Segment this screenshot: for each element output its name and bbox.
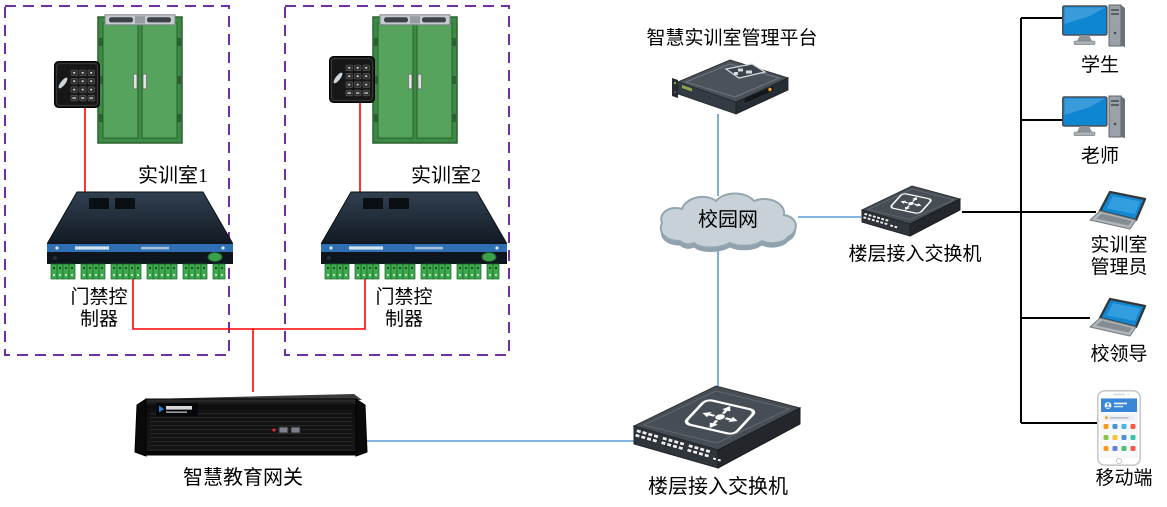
door-icon-room1: [97, 14, 183, 144]
floor-switch-right-icon: [858, 182, 964, 242]
cloud-label: 校园网: [698, 209, 758, 231]
controller-1-label: 门禁控 制器: [70, 287, 128, 331]
mobile-label: 移动端: [1095, 468, 1153, 489]
room-2-label: 实训室2: [411, 165, 481, 187]
gateway-label: 智慧教育网关: [183, 467, 303, 489]
mobile-phone-icon: [1097, 390, 1141, 466]
admin-laptop-icon: [1089, 190, 1151, 232]
wire-controllers-bus: [132, 278, 366, 330]
floor-switch-bottom-icon: [628, 380, 806, 476]
door-icon-room2: [372, 14, 458, 144]
access-controller-icon-room2: [321, 190, 507, 280]
room-1-boundary: [4, 5, 230, 356]
student-desktop-icon: [1062, 3, 1126, 53]
room-2-boundary: [284, 5, 510, 356]
controller-2-label: 门禁控 制器: [375, 287, 433, 331]
gateway-server-icon: [132, 389, 370, 467]
campus-network-cloud-icon: [650, 185, 806, 255]
platform-label: 智慧实训室管理平台: [646, 28, 818, 49]
keypad-reader-icon-room2: [329, 56, 375, 103]
floor-switch-bottom-label: 楼层接入交换机: [648, 476, 788, 498]
access-controller-icon-room1: [47, 190, 233, 280]
floor-switch-right-label: 楼层接入交换机: [848, 244, 982, 265]
student-label: 学生: [1080, 55, 1119, 76]
platform-server-icon: [668, 56, 794, 118]
leader-laptop-icon: [1089, 297, 1151, 339]
keypad-reader-icon-room1: [54, 61, 100, 108]
leader-label: 校领导: [1090, 344, 1148, 365]
teacher-label: 老师: [1080, 146, 1119, 167]
admin-label: 实训室 管理员: [1090, 235, 1148, 279]
teacher-desktop-icon: [1062, 94, 1126, 144]
room-1-label: 实训室1: [138, 165, 208, 187]
